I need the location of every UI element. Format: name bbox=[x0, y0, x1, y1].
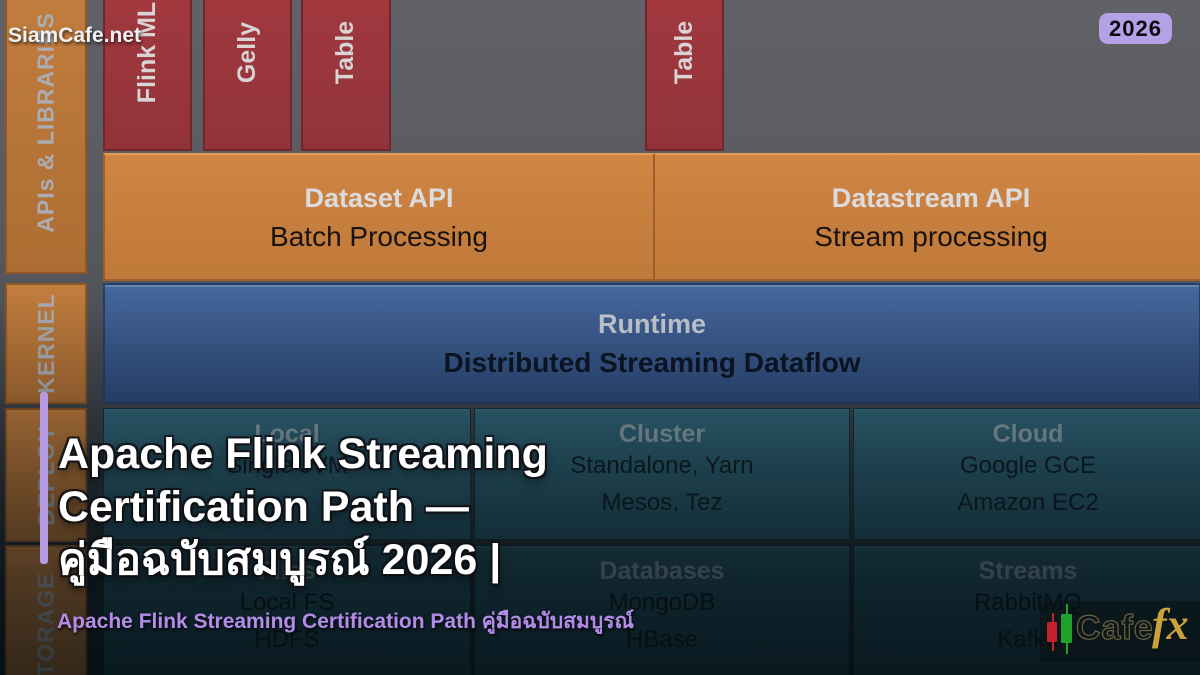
title-line-1: Apache Flink Streaming bbox=[58, 430, 548, 478]
sidebar-block-kernel: KERNEL bbox=[5, 283, 87, 404]
year-badge-text: 2026 bbox=[1109, 15, 1162, 41]
library-pillar-flink-ml: Flink ML bbox=[103, 0, 192, 151]
runtime-subtitle: Distributed Streaming Dataflow bbox=[443, 347, 861, 378]
title-line-2: Certification Path — bbox=[58, 483, 469, 531]
green-candle-body bbox=[1061, 614, 1072, 643]
datastream-api-subtitle: Stream processing bbox=[814, 220, 1048, 252]
page-subtitle: Apache Flink Streaming Certification Pat… bbox=[57, 610, 634, 633]
pillar-label: Table bbox=[331, 20, 360, 85]
logo-text-fx: fx bbox=[1152, 600, 1189, 649]
cafefx-logo: Cafe fx bbox=[1040, 600, 1200, 662]
pillar-label: Gelly bbox=[233, 21, 261, 84]
storage-title: Streams bbox=[978, 557, 1078, 585]
watermark: SiamCafe.net bbox=[8, 24, 142, 47]
page-title: Apache Flink Streaming Certification Pat… bbox=[58, 428, 778, 587]
sidebar-label: STORAGE bbox=[32, 571, 59, 675]
logo-text-cafe: Cafe bbox=[1075, 608, 1154, 647]
runtime-title: Runtime bbox=[598, 309, 706, 339]
deploy-line: Google GCE bbox=[959, 452, 1097, 479]
sidebar-label: KERNEL bbox=[32, 293, 59, 394]
library-pillar-gelly: Gelly bbox=[203, 0, 292, 151]
red-candle-body bbox=[1047, 622, 1057, 642]
pillar-label: Table bbox=[669, 20, 698, 85]
library-pillar-table-batch: Table bbox=[301, 0, 391, 151]
deploy-title: Cloud bbox=[992, 420, 1064, 448]
title-line-3: คู่มือฉบับสมบูรณ์ 2026 | bbox=[58, 536, 502, 584]
pillar-label: Flink ML bbox=[133, 1, 162, 104]
library-pillar-table-stream: Table bbox=[645, 0, 724, 151]
dataset-api-title: Dataset API bbox=[304, 182, 454, 213]
datastream-api-block: Datastream API Stream processing bbox=[653, 153, 1200, 281]
runtime-block: Runtime Distributed Streaming Dataflow bbox=[103, 283, 1200, 404]
title-accent-bar bbox=[40, 392, 48, 564]
year-badge: 2026 bbox=[1099, 13, 1172, 44]
dataset-api-subtitle: Batch Processing bbox=[270, 220, 488, 252]
dataset-api-block: Dataset API Batch Processing bbox=[103, 153, 655, 281]
datastream-api-title: Datastream API bbox=[831, 182, 1031, 213]
deploy-block-cloud: Cloud Google GCE Amazon EC2 bbox=[853, 408, 1200, 540]
deploy-line: Amazon EC2 bbox=[957, 489, 1099, 516]
